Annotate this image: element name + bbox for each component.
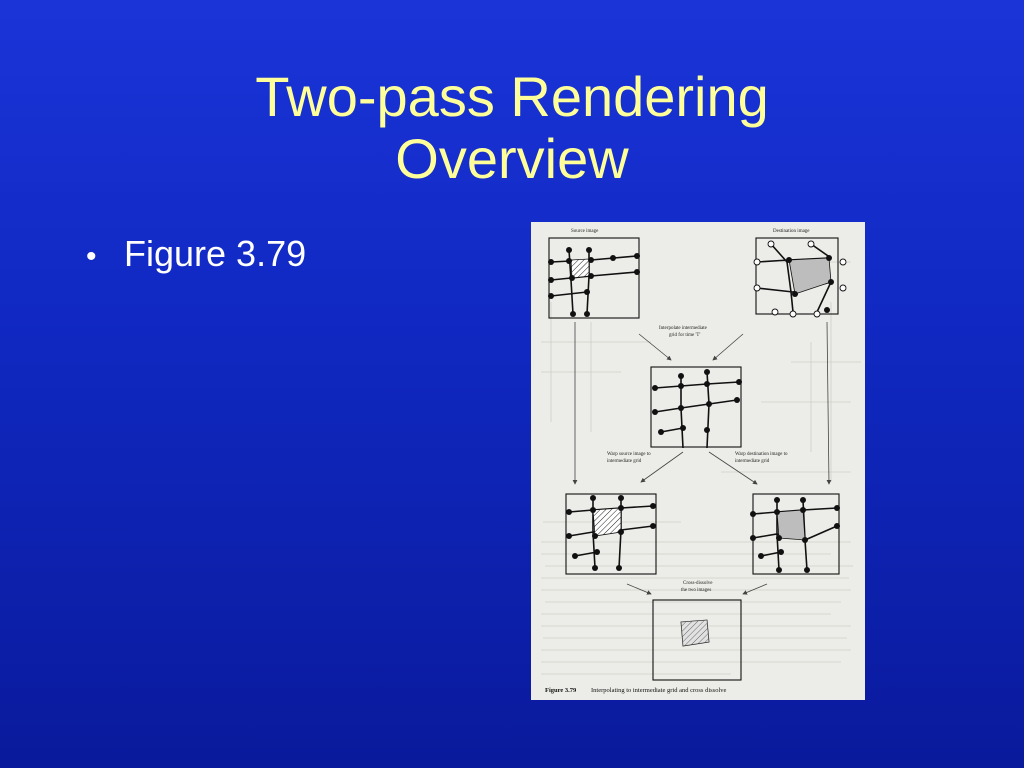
slide-title-line-2: Overview bbox=[395, 127, 629, 190]
slide-title: Two-pass Rendering Overview bbox=[0, 66, 1024, 190]
bullet-list: • Figure 3.79 bbox=[86, 232, 306, 279]
bullet-item: • Figure 3.79 bbox=[86, 232, 306, 279]
source-image-label: Source image bbox=[571, 229, 599, 234]
figure-caption-label: Figure 3.79 bbox=[545, 687, 577, 694]
scan-background-texture bbox=[541, 261, 861, 675]
warp-destination-label-line-2: intermediate grid bbox=[735, 459, 770, 464]
figure-diagram: Source image Destination image bbox=[541, 229, 861, 694]
arrow-cross-right bbox=[742, 583, 768, 595]
arrow-warp-source bbox=[640, 451, 684, 483]
warp-source-label-line-1: Warp source image to bbox=[607, 452, 651, 457]
arrow-cross-left bbox=[626, 583, 652, 595]
interpolate-label-line-2: grid for time 'T' bbox=[669, 333, 700, 338]
destination-grid bbox=[753, 237, 847, 318]
cross-dissolve-result bbox=[652, 599, 742, 681]
bullet-text: Figure 3.79 bbox=[124, 233, 307, 274]
warp-destination-label-line-1: Warp destination image to bbox=[735, 452, 788, 457]
warped-source-grid bbox=[565, 493, 657, 575]
destination-image-label: Destination image bbox=[773, 229, 810, 234]
figure-image: Source image Destination image bbox=[531, 222, 865, 700]
arrow-destination-to-intermediate bbox=[712, 333, 744, 361]
source-grid bbox=[548, 237, 640, 319]
slide-title-line-1: Two-pass Rendering bbox=[255, 65, 769, 128]
interpolate-label-line-1: Interpolate intermediate bbox=[659, 326, 708, 331]
bullet-dot-icon: • bbox=[86, 240, 97, 273]
cross-dissolve-label-line-1: Cross-dissolve bbox=[683, 581, 713, 586]
intermediate-grid bbox=[650, 366, 742, 449]
arrow-source-to-intermediate bbox=[638, 333, 672, 361]
warped-destination-grid bbox=[750, 493, 840, 575]
warp-source-label-line-2: intermediate grid bbox=[607, 459, 642, 464]
figure-caption-text: Interpolating to intermediate grid and c… bbox=[591, 687, 726, 694]
arrow-destination-down bbox=[826, 321, 832, 485]
cross-dissolve-label-line-2: the two images bbox=[681, 588, 711, 593]
arrow-warp-destination bbox=[708, 451, 758, 485]
